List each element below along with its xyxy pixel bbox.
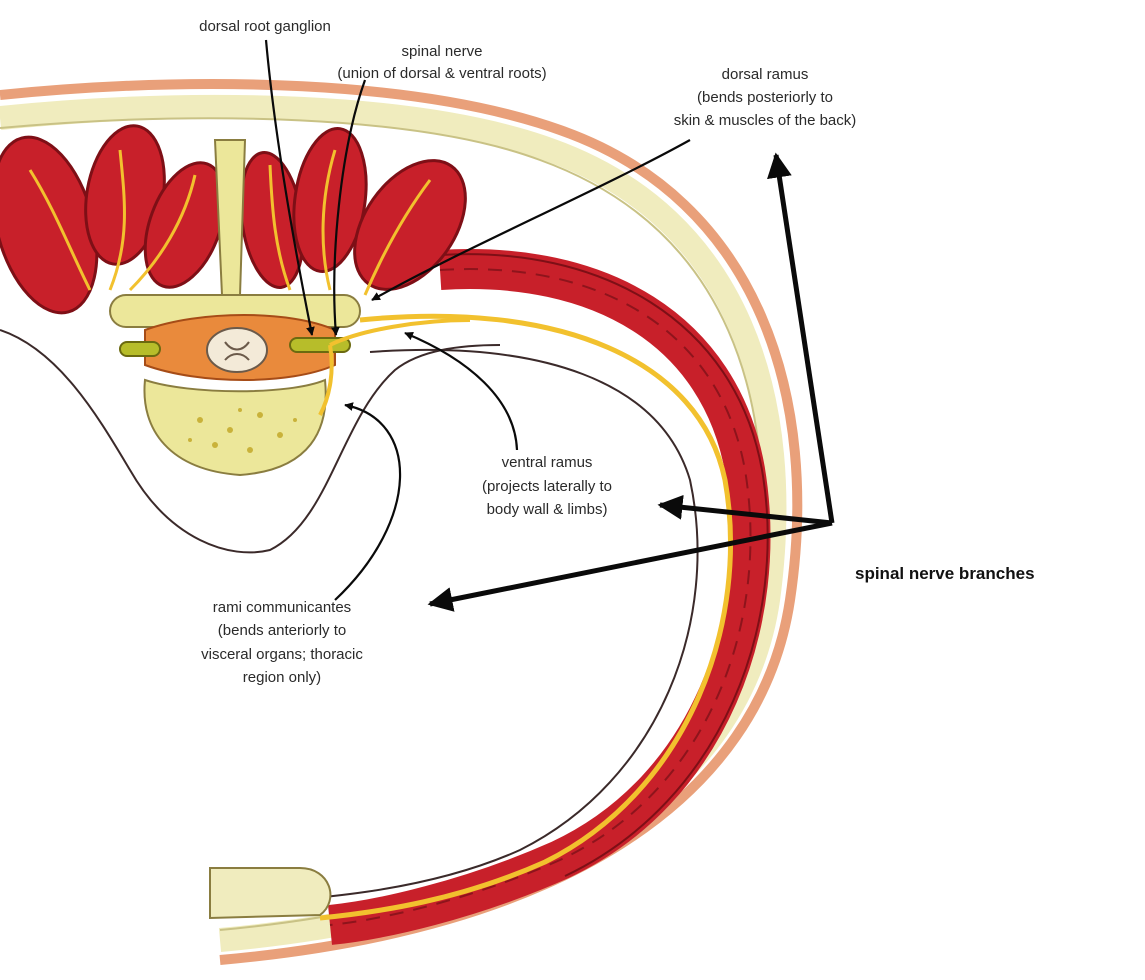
label-dorsal-ramus-3: skin & muscles of the back) bbox=[674, 112, 857, 129]
label-rami-1: rami communicantes bbox=[213, 599, 351, 616]
spinous-process bbox=[215, 140, 245, 295]
label-spinal-nerve-branches: spinal nerve branches bbox=[855, 564, 1035, 583]
dorsal-root-ganglion-shape bbox=[120, 342, 160, 356]
label-ventral-ramus-3: body wall & limbs) bbox=[487, 501, 608, 518]
body-wall-muscle bbox=[330, 269, 750, 925]
label-spinal-nerve-1: spinal nerve bbox=[402, 43, 483, 60]
ventral-ramus-nerve bbox=[320, 316, 731, 918]
label-rami-3: visceral organs; thoracic bbox=[201, 646, 363, 663]
label-ventral-ramus-1: ventral ramus bbox=[502, 454, 593, 471]
label-rami-4: region only) bbox=[243, 669, 321, 686]
label-rami-2: (bends anteriorly to bbox=[218, 622, 346, 639]
label-drg: dorsal root ganglion bbox=[199, 18, 331, 35]
rib-end bbox=[210, 868, 330, 918]
label-spinal-nerve-2: (union of dorsal & ventral roots) bbox=[337, 65, 546, 82]
label-dorsal-ramus-1: dorsal ramus bbox=[722, 66, 809, 83]
leader-rami bbox=[335, 405, 400, 600]
vertebral-body bbox=[144, 380, 325, 475]
branch-arrows bbox=[430, 155, 832, 604]
label-dorsal-ramus-2: (bends posteriorly to bbox=[697, 89, 833, 106]
label-ventral-ramus-2: (projects laterally to bbox=[482, 478, 612, 495]
